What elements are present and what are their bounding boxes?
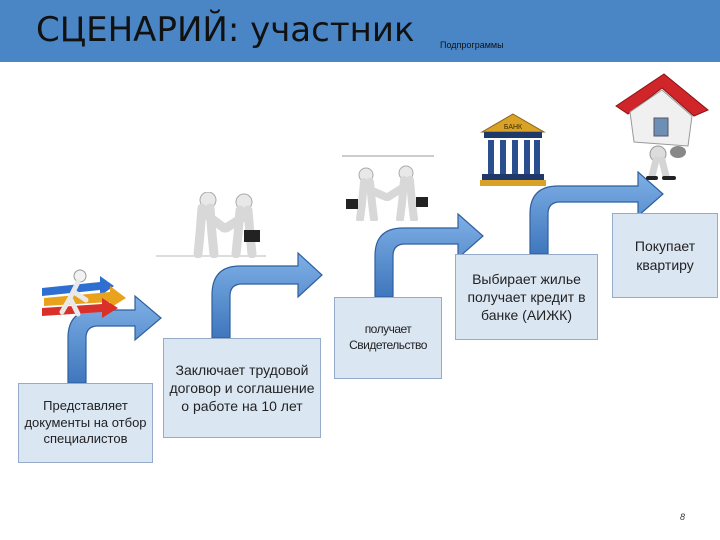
step-5-box: Покупает квартиру (612, 213, 718, 298)
runner-icon (42, 269, 126, 318)
arrow-4 (529, 170, 664, 255)
handshake-icon (342, 155, 434, 221)
arrow-2 (211, 251, 323, 339)
title-bar (0, 0, 720, 62)
arrow-3 (374, 212, 484, 298)
step-3-label: получает Свидетельство (349, 322, 427, 352)
step-4-label: Выбирает жилье получает кредит в банке (… (467, 270, 586, 324)
arrow-1 (67, 294, 162, 384)
page-subtitle: Подпрограммы (440, 40, 504, 50)
step-1-box: Представляет документы на отбор специали… (18, 383, 153, 463)
step-3-box: получает Свидетельство (334, 297, 442, 379)
page-number: 8 (680, 512, 686, 522)
step-5-label: Покупает квартиру (634, 238, 696, 273)
page-title: СЦЕНАРИЙ: участник (36, 10, 415, 50)
step-4-box: Выбирает жилье получает кредит в банке (… (455, 254, 598, 340)
bank-icon: БАНК (480, 113, 546, 186)
handshake-icon (156, 192, 266, 258)
house-icon (615, 73, 709, 180)
step-2-box: Заключает трудовой договор и соглашение … (163, 338, 321, 438)
step-1-label: Представляет документы на отбор специали… (24, 397, 147, 447)
step-2-label: Заключает трудовой договор и соглашение … (169, 361, 315, 415)
bank-sign-text: БАНК (504, 124, 523, 131)
